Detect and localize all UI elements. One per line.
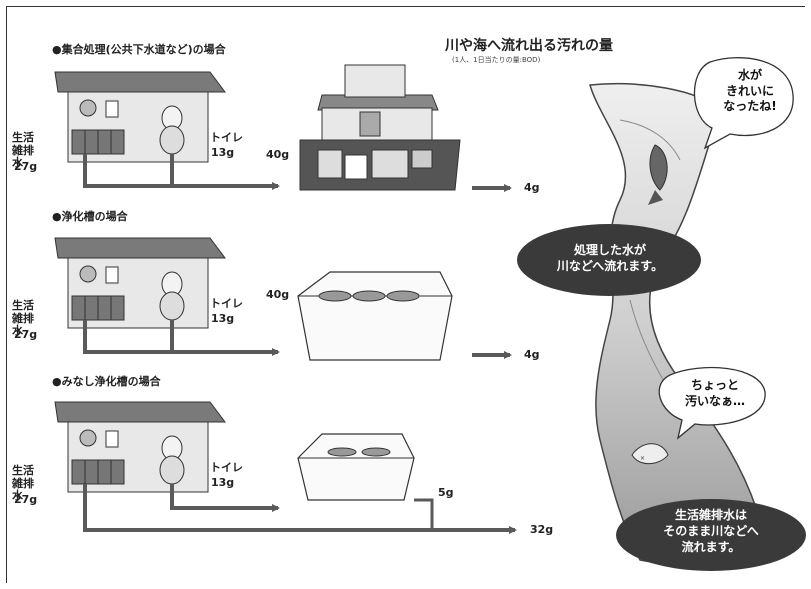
svg-text:×: × (640, 455, 645, 462)
outflow-value-1: 4g (524, 181, 540, 194)
toilet-label-3: トイレ (210, 461, 243, 474)
inflow-value-2: 40g (266, 288, 290, 301)
domestic-value-1: 27g (14, 160, 38, 173)
domestic-label-2: 生活雑排水 (12, 299, 34, 338)
section-heading-sewer: ●集合処理(公共下水道など)の場合 (52, 43, 226, 56)
domestic-value-3: 27g (14, 493, 38, 506)
toilet-value-2: 13g (211, 312, 235, 325)
toilet-label-1: トイレ (210, 131, 243, 144)
domestic-value-2: 27g (14, 328, 38, 341)
bubble-dirty: ちょっと 汚いなぁ… (684, 378, 745, 408)
toilet-value-1: 13g (211, 146, 235, 159)
outflow-value-2: 4g (524, 348, 540, 361)
outflow-value-3: 32g (530, 523, 554, 536)
inflow-value-1: 40g (266, 148, 290, 161)
section-heading-septic: ●浄化槽の場合 (52, 210, 128, 223)
section-heading-deemed-septic: ●みなし浄化槽の場合 (52, 375, 161, 388)
domestic-label-3: 生活雑排水 (12, 464, 34, 503)
bubble-untreated-water: 生活雑排水は そのまま川などへ 流れます。 (663, 508, 759, 555)
page-subtitle: (1人、1日当たりの量:BOD) (452, 56, 541, 64)
domestic-label-1: 生活雑排水 (12, 131, 34, 170)
toilet-value-3: 13g (211, 476, 235, 489)
bubble-clean-water: 水が きれいに なったね! (723, 68, 777, 114)
toilet-label-2: トイレ (210, 297, 243, 310)
tank-outflow-value-3: 5g (438, 486, 454, 499)
bubble-treated-water: 処理した水が 川などへ流れます。 (556, 243, 664, 274)
page-title: 川や海へ流れ出る汚れの量 (445, 38, 613, 54)
